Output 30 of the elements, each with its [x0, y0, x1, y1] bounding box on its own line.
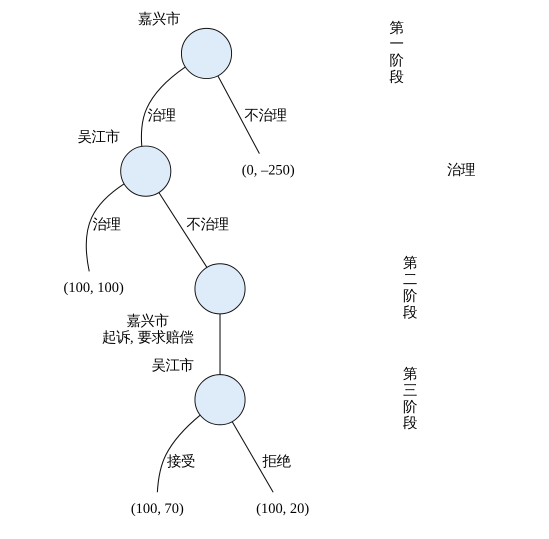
- connector: [140, 66, 186, 146]
- node-label: 起诉, 要求赔偿: [102, 330, 194, 346]
- label: 治理: [447, 162, 476, 179]
- edge-label: 治理: [92, 216, 121, 233]
- node-text: (100, 20): [256, 501, 310, 517]
- connector: [218, 76, 260, 154]
- edge-label: 接受: [166, 454, 195, 470]
- connector: [86, 183, 124, 272]
- connector: [232, 421, 274, 492]
- edge-label: 治理: [148, 108, 176, 124]
- node-text: (0, –250): [242, 162, 295, 179]
- node-circle: [194, 263, 246, 314]
- edge-label: 不治理: [186, 216, 228, 233]
- node-label: 嘉兴市: [138, 12, 180, 28]
- node-label: 吴江市: [152, 358, 194, 374]
- node-circle: [120, 146, 172, 197]
- connector: [158, 192, 208, 268]
- edge-label: 不治理: [244, 108, 286, 124]
- connector: [219, 314, 221, 375]
- label: 第二阶段: [402, 256, 417, 321]
- node-text: (100, 70): [130, 501, 184, 517]
- node-circle: [194, 374, 246, 426]
- label: 第一阶段: [389, 20, 404, 86]
- node-label: 吴江市: [78, 129, 120, 146]
- edge-label: 拒绝: [262, 454, 290, 470]
- label: 第三阶段: [402, 366, 417, 432]
- node-circle: [180, 28, 232, 80]
- node-label: 嘉兴市: [126, 313, 169, 330]
- node-text: (100, 100): [64, 280, 124, 296]
- connector: [156, 414, 200, 492]
